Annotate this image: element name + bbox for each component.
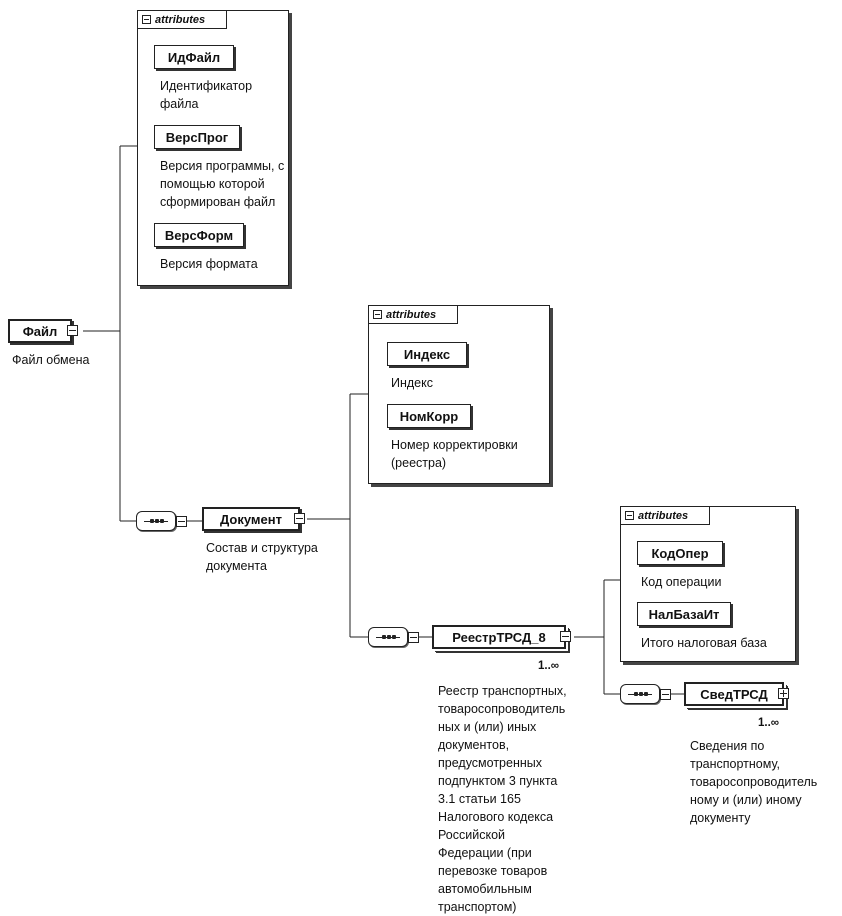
element-document-description: Состав и структура документа (206, 541, 318, 573)
attribute-idfile[interactable]: ИдФайл (154, 45, 234, 69)
element-document-label: Документ (220, 511, 282, 527)
collapse-icon[interactable] (67, 325, 78, 336)
attribute-nomkorr[interactable]: НомКорр (387, 404, 471, 428)
attributes-tab-label: attributes (638, 509, 689, 522)
attribute-index[interactable]: Индекс (387, 342, 467, 366)
element-svedtrsd-label: СведТРСД (700, 686, 768, 702)
element-registry[interactable]: РеестрТРСД_8 (432, 625, 566, 649)
attribute-versprog[interactable]: ВерсПрог (154, 125, 240, 149)
collapse-icon[interactable] (660, 689, 671, 700)
sequence-compositor-icon[interactable] (620, 684, 660, 704)
collapse-icon[interactable] (560, 631, 571, 642)
collapse-icon[interactable] (625, 511, 634, 520)
attributes-tab[interactable]: attributes (137, 10, 227, 29)
collapse-icon[interactable] (142, 15, 151, 24)
element-svedtrsd-description: Сведения по транспортному, товаросопрово… (690, 739, 818, 825)
attribute-kodoper[interactable]: КодОпер (637, 541, 723, 565)
element-file-label: Файл (22, 323, 58, 339)
element-registry-label: РеестрТРСД_8 (452, 629, 546, 645)
attributes-panel-registry: attributes КодОпер Код операции НалБазаИ… (620, 506, 796, 662)
element-file[interactable]: Файл (8, 319, 72, 343)
attribute-versform-description: Версия формата (160, 257, 258, 271)
attribute-versform[interactable]: ВерсФорм (154, 223, 244, 247)
element-svedtrsd[interactable]: СведТРСД (684, 682, 784, 706)
sequence-compositor-icon[interactable] (368, 627, 408, 647)
element-svedtrsd-cardinality: 1..∞ (758, 717, 779, 729)
attributes-tab-label: attributes (386, 308, 437, 321)
attributes-tab-label: attributes (155, 13, 206, 26)
collapse-icon[interactable] (294, 513, 305, 524)
collapse-icon[interactable] (176, 516, 187, 527)
attribute-index-description: Индекс (391, 376, 433, 390)
attributes-panel-file: attributes ИдФайл Идентификатор файла Ве… (137, 10, 289, 286)
element-registry-description: Реестр транспортных, товаросопроводитель… (438, 684, 567, 914)
collapse-icon[interactable] (373, 310, 382, 319)
attribute-kodoper-description: Код операции (641, 575, 722, 589)
element-file-description: Файл обмена (12, 353, 90, 367)
collapse-icon[interactable] (408, 632, 419, 643)
element-document[interactable]: Документ (202, 507, 300, 531)
attribute-idfile-description: Идентификатор файла (160, 79, 253, 111)
sequence-compositor-icon[interactable] (136, 511, 176, 531)
expand-icon[interactable] (778, 688, 789, 699)
attributes-tab[interactable]: attributes (368, 305, 458, 324)
element-registry-cardinality: 1..∞ (538, 660, 559, 672)
attributes-panel-document: attributes Индекс Индекс НомКорр Номер к… (368, 305, 550, 484)
attributes-tab[interactable]: attributes (620, 506, 710, 525)
attribute-nomkorr-description: Номер корректировки (реестра) (391, 438, 518, 470)
attribute-versprog-description: Версия программы, с помощью которой сфор… (160, 159, 285, 209)
attribute-nalbazait[interactable]: НалБазаИт (637, 602, 731, 626)
attribute-nalbazait-description: Итого налоговая база (641, 636, 767, 650)
